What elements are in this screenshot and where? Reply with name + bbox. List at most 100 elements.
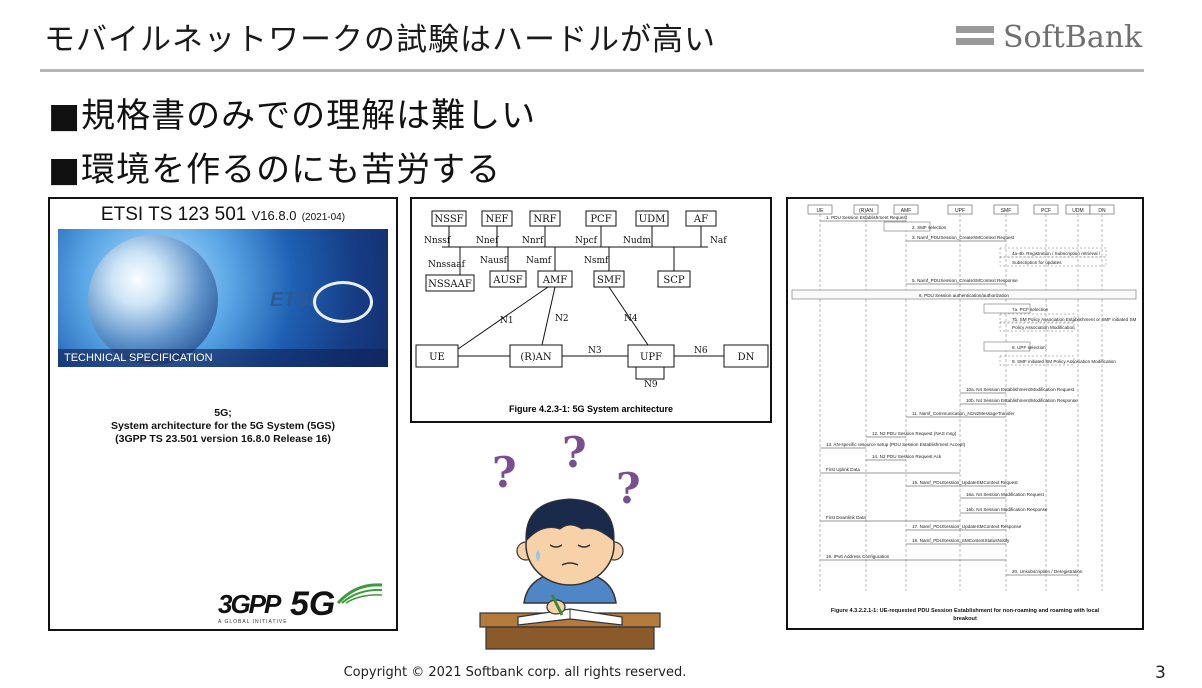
seq-step-box <box>883 221 931 232</box>
label-af: AF <box>693 214 708 225</box>
label-nef: NEF <box>486 214 509 225</box>
seq-step-label: 19. IPv6 Address Configuration <box>826 554 890 559</box>
label-nssf: NSSF <box>434 214 463 225</box>
link-n9: N9 <box>644 380 658 390</box>
seq-step-label: 13. AN-specific resource setup (PDU Sess… <box>826 442 966 447</box>
participant-label: DN <box>1098 208 1106 214</box>
participant-label: (R)AN <box>859 208 873 214</box>
nf-box-nssaaf <box>425 274 475 292</box>
technical-spec-label: TECHNICAL SPECIFICATION <box>58 349 388 367</box>
seq-step-label: 5. Namf_PDUSession_CreateSMContext Respo… <box>912 278 1018 283</box>
if-nausf: Nausf <box>480 256 508 266</box>
seq-caption-line-2: breakout <box>953 616 977 622</box>
seq-step-label: 16a. N4 Session Modification Request <box>966 492 1045 497</box>
label-nssaaf: NSSAAF <box>428 279 472 290</box>
label-ue: UE <box>429 352 445 363</box>
seq-step-label: 4a-4b. Registration / Subscription retri… <box>1012 251 1101 256</box>
seq-step-label: 7b. SM Policy Association Establishment … <box>1012 317 1137 322</box>
label-pcf: PCF <box>590 214 611 225</box>
seq-step-label: 8. UPF selection <box>1012 345 1046 350</box>
spec-doc-id: ETSI TS 123 501 <box>100 204 247 225</box>
3gpp-tagline: A GLOBAL INITIATIVE <box>218 619 288 625</box>
seq-step-box <box>999 321 1075 332</box>
page-number: 3 <box>1155 663 1166 683</box>
label-ausf: AUSF <box>492 275 523 286</box>
label-smf: SMF <box>597 275 621 286</box>
arch-caption: Figure 4.2.3-1: 5G System architecture <box>509 404 673 414</box>
copyright: Copyright © 2021 Softbank corp. all righ… <box>0 665 1030 680</box>
seq-step-box <box>999 313 1075 324</box>
seq-step-label: 14. N2 PDU Session Request Ack <box>872 454 942 459</box>
participant-label: PCF <box>1041 208 1051 214</box>
seq-step-label: 12. N2 PDU Session Request (NAS msg) <box>872 431 957 436</box>
link-n3: N3 <box>588 346 602 356</box>
3gpp-logo: 3GPP <box>218 589 281 619</box>
if-npcf: Npcf <box>575 236 598 246</box>
globe-banner: ETSI <box>58 229 388 367</box>
seq-step-box <box>999 256 1107 267</box>
if-nnrf: Nnrf <box>522 236 544 246</box>
seq-step-label: 18. Namf_PDUSession_SMContextStatusNotif… <box>912 538 1010 543</box>
spec-line-1: 5G; <box>214 407 232 419</box>
softbank-logo: SoftBank <box>956 20 1156 60</box>
seq-caption-line-1: Figure 4.3.2.2.1-1: UE-requested PDU Ses… <box>831 608 1100 614</box>
seq-step-label: First Uplink Data <box>826 467 860 472</box>
participant-label: UDM <box>1072 208 1083 214</box>
link-n1: N1 <box>500 316 514 326</box>
architecture-diagram: NSSF NEF NRF PCF UDM AF NSSAAF AUSF AMF … <box>410 197 772 423</box>
if-namf: Namf <box>526 256 552 266</box>
link-n4: N4 <box>624 314 638 324</box>
seq-step-label: 10a. N4 Session Establishment/Modificati… <box>966 387 1075 392</box>
seq-step-label: Subscription for updates <box>1012 260 1062 265</box>
question-mark-icon: ? <box>616 464 641 513</box>
spec-line-2: System architecture for the 5G System (5… <box>110 420 336 432</box>
label-nrf: NRF <box>533 214 556 225</box>
if-nudm: Nudm <box>623 236 651 246</box>
question-mark-icon: ? <box>492 448 517 497</box>
label-scp: SCP <box>663 275 685 286</box>
link-n2: N2 <box>555 314 569 324</box>
spec-cover-text: 5G; System architecture for the 5G Syste… <box>50 407 396 446</box>
seq-step-label: 15. Namf_PDUSession_UpdateSMContext Requ… <box>912 480 1018 485</box>
participant-label: UPF <box>955 208 965 214</box>
if-nnssaaf: Nnssaaf <box>428 260 466 270</box>
seq-step-box <box>999 355 1075 366</box>
participant-label: UE <box>817 208 825 214</box>
seq-step-label: 2. SMF selection <box>912 225 947 230</box>
seq-step-label: Policy Association Modification <box>1012 325 1075 330</box>
globe-icon <box>88 235 218 365</box>
participant-label: SMF <box>1001 208 1012 214</box>
5g-swoosh-icon <box>336 583 383 605</box>
label-dn: DN <box>738 352 755 363</box>
question-mark-icon: ? <box>562 428 587 477</box>
seq-step-label: 7a. PCF selection <box>1012 307 1049 312</box>
softbank-bars-icon <box>956 26 994 50</box>
if-nnef: Nnef <box>476 236 499 246</box>
seq-step-box <box>983 303 1031 314</box>
seq-step-label: 3. Namf_PDUSession_CreateSMContext Reque… <box>912 235 1015 240</box>
spec-cover-image: ETSI TS 123 501 V16.8.0 (2021-04) ETSI T… <box>48 197 398 631</box>
slide-title: モバイルネットワークの試験はハードルが高い <box>44 22 716 58</box>
seq-step-label: 6. PDU Session authentication/authorizat… <box>919 293 1009 298</box>
if-nnssf: Nnssf <box>424 236 451 246</box>
seq-step-box <box>983 341 1031 352</box>
copyright-text: Copyright © 2021 Softbank corp. all righ… <box>343 665 687 680</box>
5g-logo: 5G <box>290 585 336 623</box>
spec-identifier: ETSI TS 123 501 V16.8.0 (2021-04) <box>50 204 396 226</box>
sweat-drop-icon <box>536 549 540 561</box>
spec-line-3: (3GPP TS 23.501 version 16.8.0 Release 1… <box>115 433 331 445</box>
participant-label: AMF <box>901 208 912 214</box>
seq-step-label: 16b. N4 Session Modification Response <box>966 507 1048 512</box>
seq-step-label: 20. Unsubscription / Deregistration <box>1012 569 1083 574</box>
cover-logos: 3GPP 5G A GLOBAL INITIATIVE <box>218 581 388 627</box>
label-upf: UPF <box>640 352 662 363</box>
label-ran: (R)AN <box>520 352 552 363</box>
seq-step-label: 11. Namf_Communication_N1N2MessageTransf… <box>912 411 1015 416</box>
seq-step-label: 1. PDU Session Establishment Request <box>826 215 908 220</box>
bullet-environment-difficulty: ■環境を作るのにも苦労する <box>48 150 502 190</box>
confused-boy-illustration: ? ? ? <box>479 428 661 650</box>
spec-version: V16.8.0 <box>251 208 297 223</box>
seq-step-label: 9. SMF initiated SM Policy Association M… <box>1012 359 1116 364</box>
seq-step-label: First Downlink Data <box>826 515 866 520</box>
if-nsmf: Nsmf <box>584 256 609 266</box>
